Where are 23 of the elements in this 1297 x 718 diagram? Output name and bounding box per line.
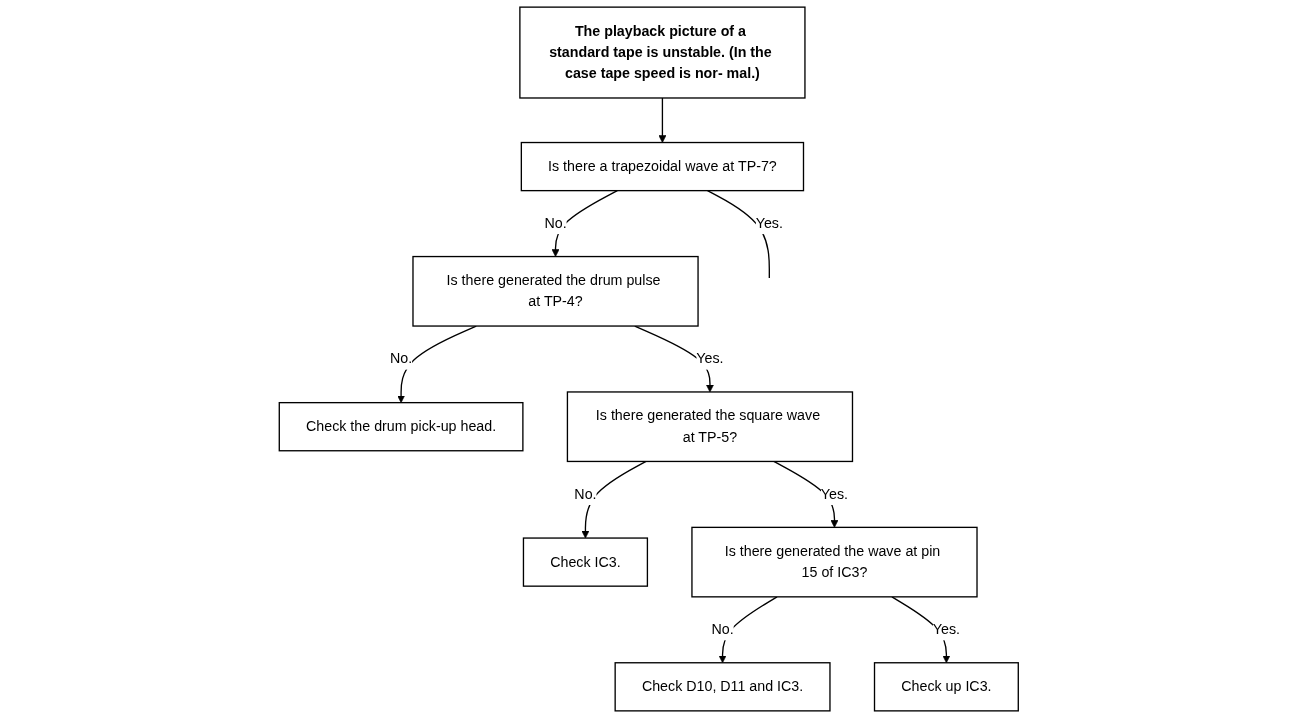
node-box: Is there generated the wave at pin 15 of IC3? <box>691 526 978 598</box>
node-box: Is there generated the square wave at TP-5? <box>566 391 853 463</box>
edge-label: No. <box>574 486 597 502</box>
arrow <box>581 460 647 539</box>
node-box: Is there generated the drum pulse at TP-4? <box>412 255 699 327</box>
edge-label: Yes. <box>696 350 724 367</box>
edge-label: No. <box>389 350 412 367</box>
arrow <box>396 325 477 403</box>
edge-label: No. <box>711 621 734 637</box>
node-box: Check IC3. <box>522 537 648 587</box>
node-box: The playback picture of a standard tape is unstable. (In the case tape speed is nor- mal.) <box>518 6 806 99</box>
arrow <box>551 189 618 257</box>
node-box: Check D10, D11 and IC3. <box>614 662 831 712</box>
edge-label: Yes. <box>820 486 848 502</box>
edge-label: No. <box>544 215 567 231</box>
arrow <box>718 596 778 664</box>
connector <box>706 189 770 279</box>
node-box: Check up IC3. <box>873 662 1019 712</box>
edge-label: Yes. <box>755 215 783 231</box>
node-box: Check the drum pick-up head. <box>278 401 524 452</box>
arrow <box>658 97 667 143</box>
edge-label: Yes. <box>932 621 960 637</box>
node-box: Is there a trapezoidal wave at TP-7? <box>520 141 804 192</box>
